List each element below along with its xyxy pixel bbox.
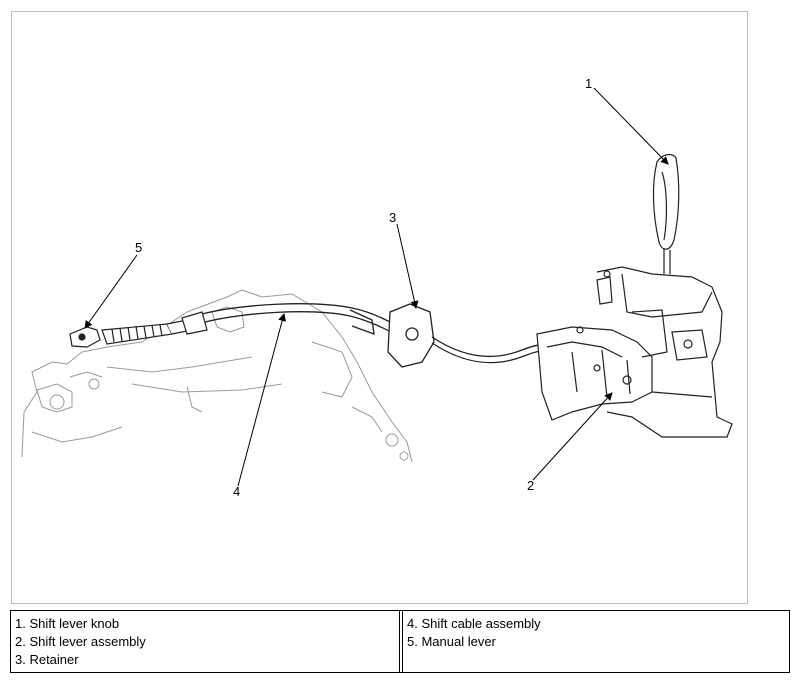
- callout-4: 4: [233, 484, 240, 499]
- callout-leaders: [84, 87, 669, 487]
- legend-item: 3. Retainer: [15, 652, 79, 667]
- callout-1: 1: [585, 76, 592, 91]
- shift-cable-drawing: [201, 303, 566, 368]
- callout-2: 2: [527, 478, 534, 493]
- legend-item: 5. Manual lever: [407, 634, 496, 649]
- diagram-figure: 1 2 3 4 5: [11, 11, 748, 604]
- transmission-case-drawing: [21, 289, 413, 463]
- callout-3: 3: [389, 210, 396, 225]
- shift-lever-assembly-drawing: [536, 153, 733, 438]
- legend-item: 1. Shift lever knob: [15, 616, 120, 631]
- legend-item: 2. Shift lever assembly: [15, 634, 146, 649]
- callout-5: 5: [135, 240, 142, 255]
- legend-column-right: 4. Shift cable assembly 5. Manual lever: [402, 611, 791, 672]
- manual-lever-drawing: [69, 311, 208, 348]
- parts-legend-table: 1. Shift lever knob 2. Shift lever assem…: [10, 610, 790, 673]
- legend-column-left: 1. Shift lever knob 2. Shift lever assem…: [11, 611, 400, 672]
- legend-item: 4. Shift cable assembly: [407, 616, 541, 631]
- shift-cable-diagram: 1 2 3 4 5: [21, 76, 733, 499]
